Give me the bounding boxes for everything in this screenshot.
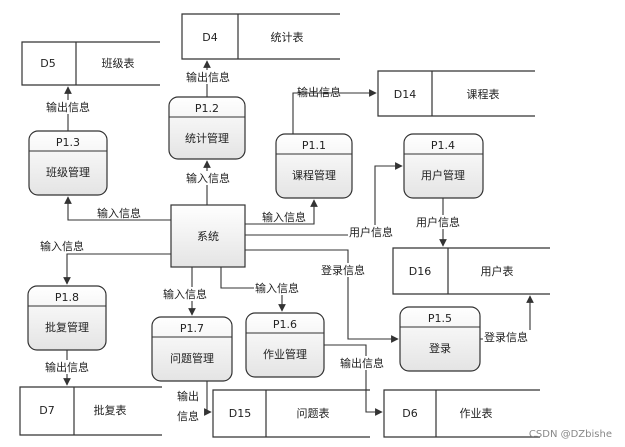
store-d16: D16 用户表 [392, 247, 550, 295]
process-p18-name: 批复管理 [45, 320, 89, 334]
store-d4-id: D4 [202, 31, 217, 44]
label-sys-to-p14: 用户信息 [349, 225, 393, 239]
process-p15: P1.5 登录 [399, 306, 481, 372]
store-d6-name: 作业表 [460, 406, 493, 420]
store-d14-id: D14 [394, 88, 416, 101]
store-d16-id: D16 [409, 265, 431, 278]
flow-sys-to-p14 [245, 162, 403, 236]
label-p18-to-d7: 输出信息 [45, 360, 89, 374]
process-p13-name: 班级管理 [46, 165, 90, 179]
label-p17-to-d15-line2: 信息 [177, 409, 199, 423]
store-d5-name: 班级表 [102, 56, 135, 70]
entity-system-name: 系统 [197, 230, 219, 243]
flow-p16-to-d6 [324, 344, 383, 416]
label-sys-to-p17: 输入信息 [163, 287, 207, 301]
process-p17-name: 问题管理 [170, 351, 214, 365]
label-sys-to-p12: 输入信息 [186, 171, 230, 185]
store-d5-id: D5 [40, 57, 55, 70]
store-d7-name: 批复表 [94, 403, 127, 417]
flow-p17-to-d15 [204, 381, 212, 416]
store-d7: D7 批复表 [19, 386, 162, 436]
store-d7-id: D7 [39, 404, 54, 417]
entity-system: 系统 [170, 204, 246, 268]
process-p18: P1.8 批复管理 [27, 285, 107, 351]
process-p11-id: P1.1 [302, 139, 326, 152]
process-p12: P1.2 统计管理 [168, 96, 246, 160]
flow-sys-to-p15 [245, 249, 399, 343]
process-p11-name: 课程管理 [292, 168, 336, 182]
label-p15-to-d16: 登录信息 [484, 330, 528, 344]
process-p18-id: P1.8 [55, 291, 79, 304]
label-p16-to-d6: 输出信息 [340, 356, 384, 370]
store-d5: D5 班级表 [21, 41, 160, 86]
process-p16-id: P1.6 [273, 318, 297, 331]
label-p13-to-d5: 输出信息 [46, 100, 90, 114]
process-p17: P1.7 问题管理 [151, 316, 233, 382]
store-d15-name: 问题表 [297, 406, 330, 420]
process-p14: P1.4 用户管理 [403, 133, 484, 199]
label-sys-to-p16: 输入信息 [255, 281, 299, 295]
label-p17-to-d15-line1: 输出 [177, 389, 199, 403]
process-p12-id: P1.2 [195, 102, 219, 115]
flow-sys-to-p13 [64, 196, 171, 221]
flow-sys-to-p18 [63, 253, 171, 285]
process-p14-name: 用户管理 [421, 168, 465, 182]
flow-p11-to-d14 [292, 89, 377, 134]
flow-labels: 输出信息 输出信息 输出信息 输入信息 输入信息 输入信息 用户信息 用户信息 … [39, 70, 539, 423]
store-d15: D15 问题表 [212, 389, 370, 438]
process-p15-name: 登录 [429, 341, 451, 355]
process-p17-id: P1.7 [180, 322, 204, 335]
process-p13: P1.3 班级管理 [28, 130, 108, 196]
watermark: CSDN @DZbishe [529, 429, 612, 440]
flow-sys-to-p16 [220, 267, 286, 312]
store-d4: D4 统计表 [181, 13, 340, 60]
process-p15-id: P1.5 [428, 312, 452, 325]
process-p13-id: P1.3 [56, 136, 80, 149]
label-p14-to-d16: 用户信息 [416, 215, 460, 229]
process-p16: P1.6 作业管理 [245, 312, 325, 378]
store-d14-name: 课程表 [467, 87, 500, 101]
store-d14: D14 课程表 [377, 70, 535, 117]
store-d6-id: D6 [402, 407, 417, 420]
process-p12-name: 统计管理 [185, 131, 229, 145]
label-p12-to-d4: 输出信息 [186, 70, 230, 84]
label-sys-to-p11: 输入信息 [262, 210, 306, 224]
process-p11: P1.1 课程管理 [275, 133, 353, 199]
label-p11-to-d14: 输出信息 [297, 85, 341, 99]
store-d16-name: 用户表 [481, 264, 514, 278]
label-sys-to-p18: 输入信息 [40, 239, 84, 253]
flow-sys-to-p11 [245, 199, 318, 225]
store-d6: D6 作业表 [383, 389, 540, 438]
label-sys-to-p13: 输入信息 [97, 206, 141, 220]
process-p14-id: P1.4 [431, 139, 455, 152]
label-sys-to-p15: 登录信息 [321, 263, 365, 277]
store-d4-name: 统计表 [271, 30, 304, 44]
process-p16-name: 作业管理 [263, 347, 307, 361]
store-d15-id: D15 [229, 407, 251, 420]
